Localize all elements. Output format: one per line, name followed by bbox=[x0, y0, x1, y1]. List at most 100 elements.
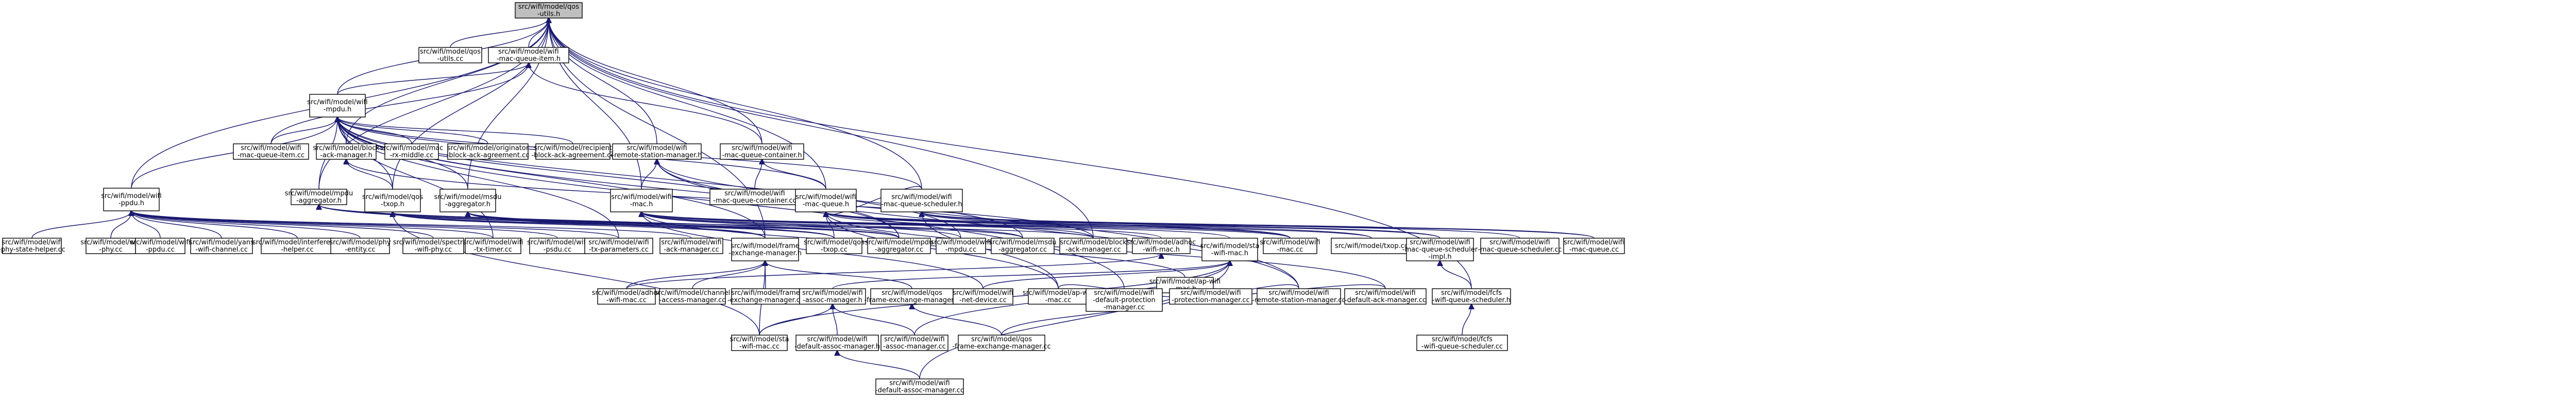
node-wmqs_h[interactable]: src/wifi/model/wifi-mac-queue-scheduler.… bbox=[880, 189, 963, 212]
node-qosutils_cc[interactable]: src/wifi/model/qos-utils.cc bbox=[418, 47, 482, 63]
node-qfem_h[interactable]: src/wifi/model/qos-frame-exchange-manage… bbox=[864, 288, 960, 305]
edge-apmac_cc-to-wmqs_h bbox=[922, 212, 1059, 289]
node-wpsh_cc[interactable]: src/wifi/model/wifi-phy-state-helper.cc bbox=[0, 238, 65, 254]
node-label-line: -ppdu.cc bbox=[146, 246, 175, 254]
node-wifi_ppdu_h[interactable]: src/wifi/model/wifi-ppdu.h bbox=[101, 188, 162, 211]
node-box bbox=[610, 189, 673, 212]
node-label-line: -ack-manager.cc bbox=[664, 246, 719, 254]
node-fcfs_cc[interactable]: src/wifi/model/fcfs-wifi-queue-scheduler… bbox=[1416, 335, 1508, 351]
node-box bbox=[384, 143, 439, 160]
node-wmqe_h[interactable]: src/wifi/model/wifi-mac-queue-item.h bbox=[488, 47, 569, 63]
edge-rsm_cc-to-rsm_h bbox=[657, 159, 1299, 289]
node-origbaa_cc[interactable]: src/wifi/model/originator-block-ack-agre… bbox=[447, 143, 530, 160]
node-label-line: src/wifi/model/wifi bbox=[463, 239, 523, 246]
node-qos_txop_h[interactable]: src/wifi/model/qos-txop.h bbox=[362, 189, 423, 212]
edge-fcfs_h-to-root bbox=[549, 18, 1472, 289]
node-txop_cc[interactable]: src/wifi/model/txop.cc bbox=[1331, 238, 1412, 254]
node-label-line: src/wifi/model/wifi bbox=[884, 336, 944, 343]
node-phyent_cc[interactable]: src/wifi/model/phy-entity.cc bbox=[329, 238, 391, 254]
node-adhoc_h[interactable]: src/wifi/model/adhoc-wifi-mac.h bbox=[1127, 238, 1196, 254]
edge-mpdu_h-to-wmqe_h bbox=[337, 63, 529, 95]
node-mpduagg_cc[interactable]: src/wifi/model/mpdu-aggregator.cc bbox=[865, 238, 933, 254]
node-wmqc_cc[interactable]: src/wifi/model/wifi-mac-queue-container.… bbox=[709, 189, 800, 205]
node-fcfs_h[interactable]: src/wifi/model/fcfs-wifi-queue-scheduler… bbox=[1432, 288, 1511, 305]
node-wmqs_cc[interactable]: src/wifi/model/wifi-mac-queue-scheduler.… bbox=[1478, 238, 1562, 254]
node-box bbox=[1169, 288, 1252, 305]
node-msduagg_cc[interactable]: src/wifi/model/msdu-aggregator.cc bbox=[989, 238, 1057, 254]
node-box bbox=[991, 238, 1055, 254]
node-stamac_cc[interactable]: src/wifi/model/sta-wifi-mac.cc bbox=[730, 335, 789, 351]
node-apmac_cc[interactable]: src/wifi/model/ap-wifi-mac.cc bbox=[1023, 288, 1094, 305]
node-wmqc_h[interactable]: src/wifi/model/wifi-mac-queue-container.… bbox=[720, 143, 804, 160]
edge-txop_cc-to-wifi_mac_h bbox=[641, 212, 1372, 239]
node-cam_cc[interactable]: src/wifi/model/channel-access-manager.cc bbox=[655, 288, 730, 305]
node-box bbox=[86, 238, 136, 254]
edge-msduagg_cc-to-wifi_mac_h bbox=[641, 212, 1023, 239]
node-wmq_cc[interactable]: src/wifi/model/wifi-mac-queue.cc bbox=[1563, 238, 1625, 254]
node-label-line: -frame-exchange-manager.cc bbox=[952, 343, 1050, 351]
node-spectrum_cc[interactable]: src/wifi/model/spectrum-wifi-phy.cc bbox=[393, 238, 474, 254]
edge-bam_cc-to-root bbox=[549, 18, 1094, 239]
node-wppdu_cc[interactable]: src/wifi/model/wifi-ppdu.cc bbox=[130, 238, 191, 254]
node-box bbox=[953, 288, 1013, 305]
node-wmqe_cc[interactable]: src/wifi/model/wifi-mac-queue-item.cc bbox=[233, 143, 309, 160]
node-wmh_cc[interactable]: src/wifi/model/mac-rx-middle.cc bbox=[380, 143, 444, 160]
node-bam_cc[interactable]: src/wifi/model/block-ack-manager.cc bbox=[1059, 238, 1127, 254]
node-label-line: src/wifi/model/wifi bbox=[1489, 239, 1550, 246]
edge-adhoc_h-to-wifi_mac_h bbox=[641, 212, 1162, 239]
node-wpm_cc[interactable]: src/wifi/model/wifi-protection-manager.c… bbox=[1169, 288, 1252, 305]
edge-rsm_h-to-root bbox=[549, 18, 657, 144]
node-rsm_cc[interactable]: src/wifi/model/wifi-remote-station-manag… bbox=[1252, 288, 1346, 305]
node-psdu_cc[interactable]: src/wifi/model/wifi-psdu.cc bbox=[527, 238, 588, 254]
node-label-line: -frame-exchange-manager.h bbox=[864, 296, 959, 304]
node-box bbox=[612, 143, 702, 160]
node-dpm_cc[interactable]: src/wifi/model/wifi-default-protection-m… bbox=[1086, 288, 1163, 312]
node-label-line: -aggregator.cc bbox=[998, 246, 1047, 254]
node-interf_cc[interactable]: src/wifi/model/interference-helper.cc bbox=[252, 238, 342, 254]
node-wmpdu_cc[interactable]: src/wifi/model/wifi-mpdu.cc bbox=[930, 238, 991, 254]
node-box bbox=[1344, 288, 1427, 305]
node-label-line: -block-ack-agreement.cc bbox=[447, 152, 530, 159]
node-mpdu_h[interactable]: src/wifi/model/wifi-mpdu.h bbox=[307, 94, 368, 118]
node-box bbox=[535, 143, 611, 160]
node-fem_h[interactable]: src/wifi/model/frame-exchange-manager.h bbox=[728, 238, 802, 261]
node-dam_cc[interactable]: src/wifi/model/wifi-default-ack-manager.… bbox=[1344, 288, 1427, 305]
node-bam_h[interactable]: src/wifi/model/block-ack-manager.h bbox=[313, 143, 380, 160]
node-msdu_agg_h[interactable]: src/wifi/model/msdu-aggregator.h bbox=[434, 189, 502, 212]
node-qfem_cc[interactable]: src/wifi/model/qos-frame-exchange-manage… bbox=[952, 335, 1051, 351]
node-txtimer_cc[interactable]: src/wifi/model/wifi-tx-timer.cc bbox=[463, 238, 523, 254]
node-wmac_cc[interactable]: src/wifi/model/wifi-mac.cc bbox=[1260, 238, 1320, 254]
node-wifi_mac_h[interactable]: src/wifi/model/wifi-mac.h bbox=[610, 189, 673, 212]
node-yans_cc[interactable]: src/wifi/model/yans-wifi-channel.cc bbox=[189, 238, 254, 254]
node-fem_cc[interactable]: src/wifi/model/frame-exchange-manager.cc bbox=[727, 288, 804, 305]
edge-wmqsi_h-to-wmq_h bbox=[826, 212, 1440, 239]
node-assocmgr_cc[interactable]: src/wifi/model/wifi-assoc-manager.cc bbox=[880, 335, 948, 351]
node-qostxop_cc[interactable]: src/wifi/model/qos-txop.cc bbox=[804, 238, 865, 254]
edge-cam_cc-to-fem_h bbox=[692, 261, 765, 289]
node-root[interactable]: src/wifi/model/qos-utils.h bbox=[515, 2, 583, 19]
node-recbaa_cc[interactable]: src/wifi/model/recipient-block-ack-agree… bbox=[532, 143, 615, 160]
node-box bbox=[309, 94, 366, 118]
node-box bbox=[1059, 238, 1127, 254]
node-wmq_h[interactable]: src/wifi/model/wifi-mac-queue.h bbox=[795, 189, 857, 212]
node-label-line: -psdu.cc bbox=[544, 246, 572, 254]
node-rsm_h[interactable]: src/wifi/model/wifi-remote-station-manag… bbox=[612, 143, 702, 160]
node-mpdu_agg_h[interactable]: src/wifi/model/mpdu-aggregator.h bbox=[285, 189, 353, 205]
node-txparams_cc[interactable]: src/wifi/model/wifi-tx-parameters.cc bbox=[584, 238, 653, 254]
node-box bbox=[1201, 238, 1258, 261]
node-box bbox=[806, 238, 862, 254]
node-dassoc_h[interactable]: src/wifi/model/wifi-default-assoc-manage… bbox=[794, 335, 880, 351]
node-box bbox=[1416, 335, 1508, 351]
node-adhoc_cc[interactable]: src/wifi/model/adhoc-wifi-mac.cc bbox=[592, 288, 662, 305]
node-wphy_cc[interactable]: src/wifi/model/wifi-phy.cc bbox=[80, 238, 141, 254]
node-dassoc_cc[interactable]: src/wifi/model/wifi-default-assoc-manage… bbox=[875, 378, 964, 395]
node-wnd_cc[interactable]: src/wifi/model/wifi-net-device.cc bbox=[953, 288, 1013, 305]
node-wam_h[interactable]: src/wifi/model/wifi-assoc-manager.h bbox=[799, 288, 866, 305]
edge-qostxop_cc-to-msdu_agg_h bbox=[468, 212, 835, 239]
node-wmqsi_h[interactable]: src/wifi/model/wifi-mac-queue-scheduler-… bbox=[1402, 238, 1478, 261]
node-label-line: -mac.cc bbox=[1045, 296, 1072, 304]
node-wam_cc[interactable]: src/wifi/model/wifi-ack-manager.cc bbox=[659, 238, 723, 254]
node-label-line: src/wifi/model/wifi bbox=[1260, 239, 1320, 246]
node-sta_h[interactable]: src/wifi/model/sta-wifi-mac.h bbox=[1200, 238, 1260, 261]
edge-wmqc_h-to-root bbox=[549, 18, 762, 144]
